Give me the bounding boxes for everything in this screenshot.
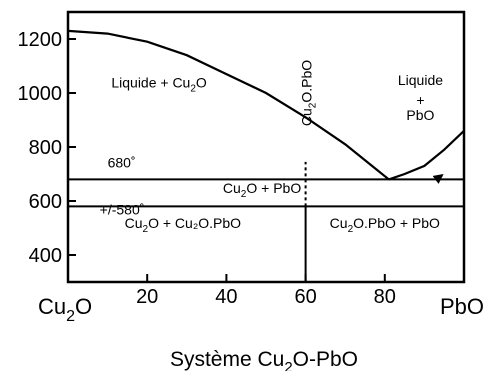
- chart-title: Système Cu2O-PbO: [170, 348, 358, 371]
- curves: 680˚ +/-580˚ Cu2O.PbO: [67, 29, 465, 282]
- liquidus-pbo-curve: [388, 130, 465, 181]
- region-label-5: Cu2O + Cu₂O.PbO: [125, 215, 242, 235]
- arrow: [432, 174, 444, 184]
- region-label-2: +: [416, 92, 424, 108]
- y-tick-label-4: 1200: [18, 29, 63, 51]
- x-tick-label-3: 80: [374, 286, 396, 308]
- region-label-6: Cu2O.PbO + PbO: [330, 215, 440, 235]
- liquidus-cu2o-curve: [67, 29, 390, 181]
- x-tick-label-0: 20: [136, 286, 158, 308]
- x-end-left-label: Cu2O: [38, 294, 92, 325]
- ticks: 20 40 60 80 400 600 800 1000 1200: [18, 29, 396, 308]
- plot-frame: [66, 10, 466, 284]
- compound-label: Cu2O.PbO: [299, 60, 319, 126]
- y-tick-label-2: 800: [29, 137, 62, 159]
- isotherm-label-1: +/-580˚: [100, 202, 145, 218]
- region-label-3: PbO: [406, 107, 434, 123]
- region-label-1: Liquide: [398, 72, 443, 88]
- region-label-4: Cu2O + PbO: [223, 180, 301, 200]
- y-tick-label-0: 400: [29, 245, 62, 267]
- x-tick-label-1: 40: [215, 286, 237, 308]
- region-label-0: Liquide + Cu2O: [111, 75, 207, 95]
- y-tick-label-3: 1000: [18, 83, 63, 105]
- region-labels: Liquide + Cu2O Liquide +PbO Cu2O + PbO Cu2O …: [111, 72, 443, 235]
- y-tick-label-1: 600: [29, 191, 62, 213]
- x-end-right-label: PbO: [440, 294, 484, 319]
- isotherm-label-0: 680˚: [108, 154, 136, 170]
- x-tick-label-2: 60: [294, 286, 316, 308]
